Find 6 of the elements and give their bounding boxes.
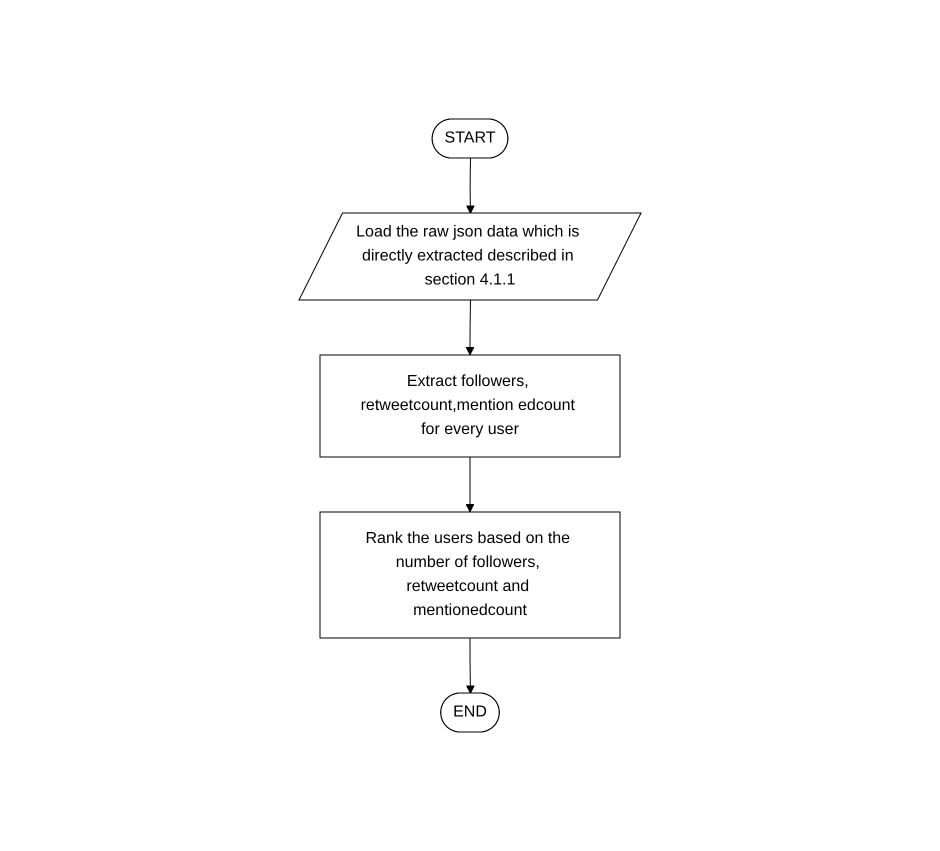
arrow <box>466 300 474 356</box>
arrow <box>466 456 474 512</box>
node-box: Rank the users based on the number of followers, retweetcount and mentionedcount <box>320 512 620 638</box>
arrow <box>466 158 475 214</box>
arrow <box>466 638 475 694</box>
node-box: Extract followers, retweetcount,mention edcount for every user <box>320 354 620 458</box>
